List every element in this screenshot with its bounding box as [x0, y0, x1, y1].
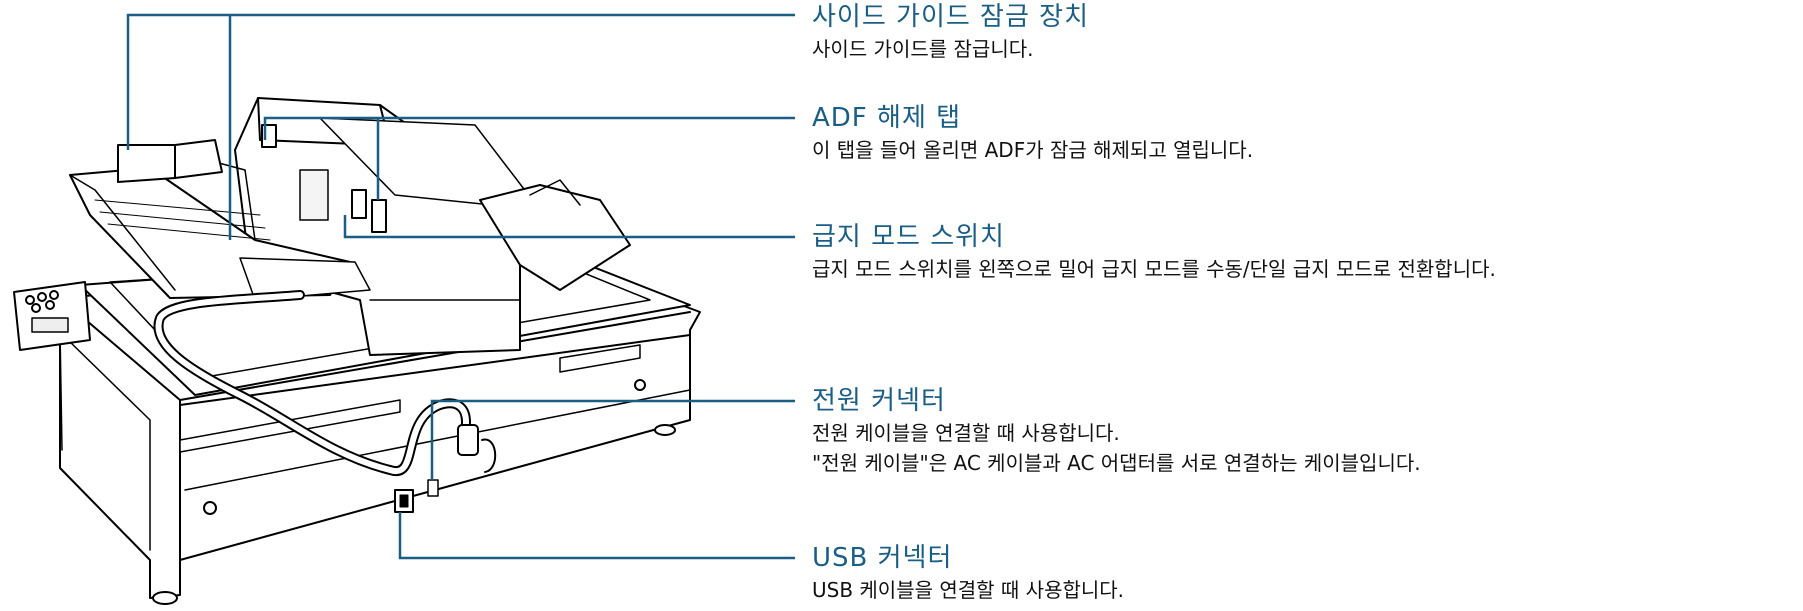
callout-desc: 사이드 가이드를 잠급니다. [812, 37, 1034, 61]
callout-desc: 이 탭을 들어 올리면 ADF가 잠금 해제되고 열립니다. [812, 138, 1254, 162]
callout-title: 급지 모드 스위치 [812, 222, 1005, 252]
callout-desc: "전원 케이블"은 AC 케이블과 AC 어댑터를 서로 연결하는 케이블입니다… [812, 451, 1421, 475]
callout-title: USB 커넥터 [812, 543, 953, 573]
callout-title: ADF 해제 탭 [812, 103, 962, 133]
leader-usb-connector [398, 512, 795, 560]
callout-adf-release-tab: ADF 해제 탭 이 탭을 들어 올리면 ADF가 잠금 해제되고 열립니다. [812, 101, 1253, 165]
callout-desc: 전원 케이블을 연결할 때 사용합니다. [812, 421, 1120, 445]
leader-side-guide-lock [126, 13, 795, 240]
callout-title: 전원 커넥터 [812, 386, 946, 416]
callout-leaders [126, 13, 795, 560]
callout-desc: 급지 모드 스위치를 왼쪽으로 밀어 급지 모드를 수동/단일 급지 모드로 전… [812, 257, 1496, 281]
scanner-illustration [13, 97, 701, 605]
leader-adf-release-tab [263, 116, 795, 200]
leader-feed-mode-switch [343, 215, 795, 239]
leader-power-connector [430, 399, 795, 480]
callout-side-guide-lock: 사이드 가이드 잠금 장치 사이드 가이드를 잠급니다. [812, 0, 1089, 64]
callout-desc: USB 케이블을 연결할 때 사용합니다. [812, 578, 1125, 602]
callout-feed-mode-switch: 급지 모드 스위치 급지 모드 스위치를 왼쪽으로 밀어 급지 모드를 수동/단… [812, 220, 1496, 284]
callout-title: 사이드 가이드 잠금 장치 [812, 2, 1089, 32]
callout-power-connector: 전원 커넥터 전원 케이블을 연결할 때 사용합니다. "전원 케이블"은 AC… [812, 384, 1421, 478]
callout-usb-connector: USB 커넥터 USB 케이블을 연결할 때 사용합니다. [812, 541, 1124, 605]
